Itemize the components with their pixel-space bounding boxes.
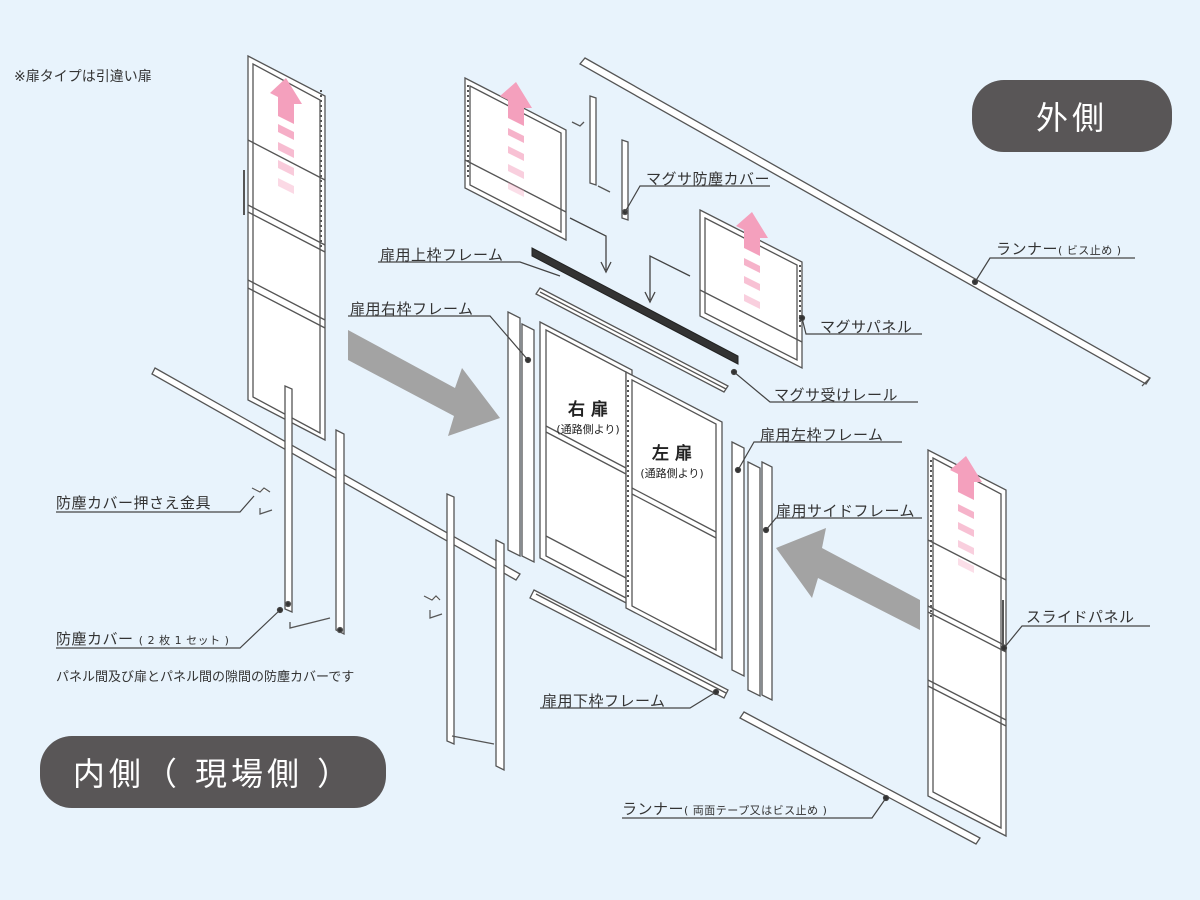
outer-side-badge: 外側 [972, 80, 1172, 152]
runner-top-rail [579, 57, 1151, 387]
label-magusa-dust-cover: マグサ防塵カバー [646, 170, 771, 188]
label-left-frame: 扉用左枠フレーム [760, 426, 884, 444]
left-slide-panel [243, 54, 326, 442]
runner-top-note: ( ビス止め ) [1058, 244, 1122, 257]
label-dust-cover: 防塵カバー ( 2 枚 1 セット ) [56, 628, 229, 649]
runner-bottom-rail [739, 711, 981, 845]
leader-lines [56, 185, 1150, 819]
inner-side-badge: 内側（ 現場側 ） [40, 736, 386, 808]
label-top-frame: 扉用上枠フレーム [380, 246, 504, 264]
dust-cover-text: 防塵カバー [56, 630, 134, 648]
assembly-guide-arrows [569, 217, 691, 304]
label-runner-top: ランナー( ビス止め ) [996, 238, 1122, 259]
door-bottom-frame [529, 589, 729, 699]
left-door-title: 左 扉 [652, 444, 692, 464]
right-door-title: 右 扉 [568, 400, 608, 420]
runner-bottom-text: ランナー [622, 800, 685, 818]
door-left-frame [731, 440, 773, 702]
left-magusa-up-arrow [500, 82, 532, 197]
label-side-frame: 扉用サイドフレーム [776, 502, 916, 520]
door-top-frame [531, 247, 739, 365]
label-runner-bottom: ランナー( 両面テープ又はビス止め ) [622, 798, 827, 819]
dust-cover-qty: ( 2 枚 1 セット ) [138, 634, 230, 647]
right-door-label: 右 扉 (通路側より) [540, 400, 636, 440]
left-door-label: 左 扉 (通路側より) [624, 444, 720, 484]
right-door-sub: (通路側より) [556, 423, 620, 436]
door-right-frame [507, 310, 535, 564]
label-magusa-panel: マグサパネル [820, 318, 913, 336]
door-type-note: ※扉タイプは引違い扉 [14, 69, 152, 85]
dust-cover-description: パネル間及び扉とパネル間の隙間の防塵カバーです [56, 670, 355, 685]
label-slide-panel: スライドパネル [1026, 608, 1135, 626]
left-magusa-panel [464, 76, 567, 242]
label-magusa-rail: マグサ受けレール [774, 386, 899, 404]
right-magusa-up-arrow [736, 212, 768, 309]
runner-bottom-note: ( 両面テープ又はビス止め ) [684, 804, 828, 817]
magusa-dust-covers [571, 95, 629, 221]
left-panel-up-arrow [270, 78, 302, 194]
dust-cover-strips [284, 385, 505, 772]
sliding-doors [539, 320, 723, 660]
runner-top-text: ランナー [996, 240, 1059, 258]
right-slide-panel [927, 448, 1007, 838]
label-dust-bracket: 防塵カバー押さえ金具 [56, 494, 212, 512]
magusa-receiving-rail [535, 287, 729, 393]
right-magusa-panel [699, 208, 803, 370]
big-assembly-arrows [348, 330, 920, 630]
dust-cover-brackets [251, 487, 443, 619]
right-panel-up-arrow [950, 456, 982, 573]
left-door-sub: (通路側より) [640, 467, 704, 480]
label-bottom-frame: 扉用下枠フレーム [542, 692, 666, 710]
label-right-frame: 扉用右枠フレーム [350, 300, 474, 318]
